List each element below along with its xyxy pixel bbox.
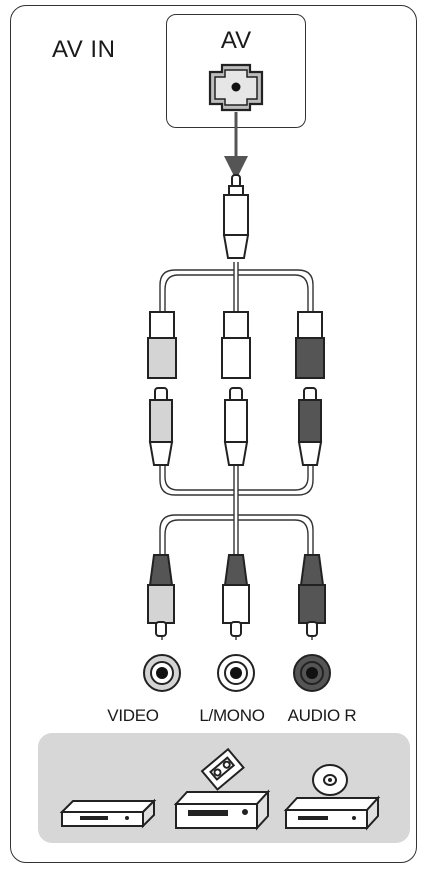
av-port-label: AV (220, 27, 252, 54)
middle-plugs (148, 387, 323, 466)
audio-right-plug-middle (297, 387, 323, 466)
cable-lines (159, 262, 314, 640)
audio-right-plug-upper (295, 311, 325, 379)
audio-left-plug-bottom (222, 554, 250, 637)
audio-left-plug-upper (221, 311, 251, 379)
video-plug-bottom (147, 554, 175, 637)
upper-plugs (147, 311, 325, 379)
audio-right-jack-icon (293, 654, 331, 692)
rca-jacks (143, 654, 331, 692)
jack-label-video: VIDEO (107, 706, 159, 725)
video-plug-middle (148, 387, 174, 466)
audio-right-plug-bottom (298, 554, 326, 637)
audio-left-jack-icon (217, 654, 255, 692)
video-jack-icon (143, 654, 181, 692)
vcr-icon (173, 747, 271, 831)
section-title: AV IN (52, 36, 116, 63)
audio-left-plug-middle (223, 387, 249, 466)
disc-player-icon (283, 764, 381, 831)
bottom-plugs (147, 554, 326, 637)
av-port-socket (208, 63, 264, 112)
dvd-player-icon (59, 798, 157, 829)
diagram-frame (10, 5, 417, 863)
video-plug-upper (147, 311, 177, 379)
jack-label-audio-right: AUDIO R (287, 706, 357, 725)
top-av-plug (222, 174, 250, 259)
jack-label-audio-left: L/MONO (199, 706, 265, 725)
